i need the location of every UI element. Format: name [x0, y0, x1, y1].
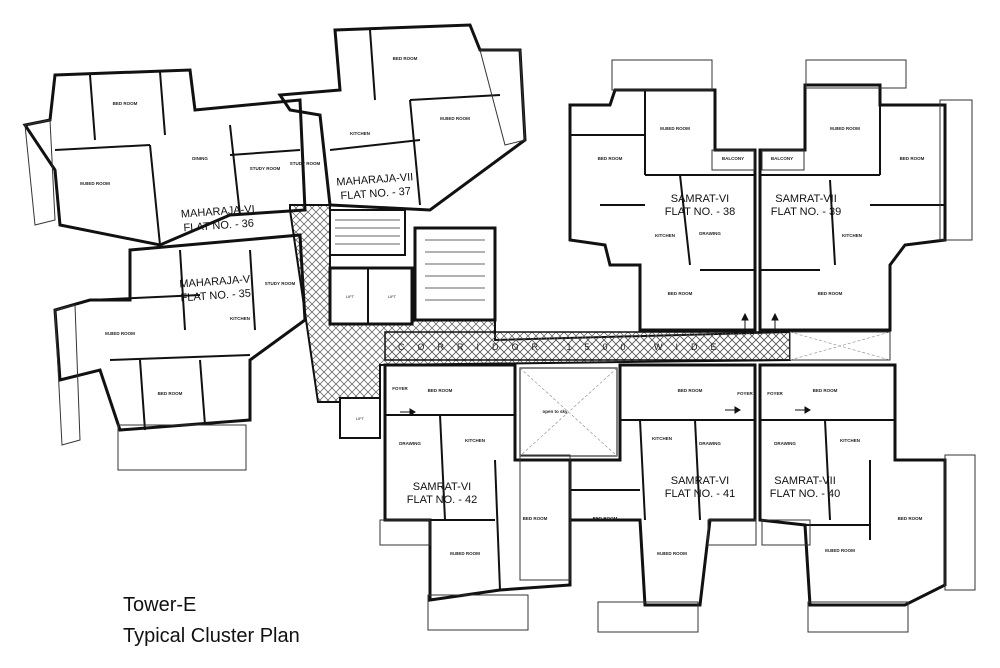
- room-36-bed: BED ROOM: [113, 101, 138, 106]
- room-36-study: STUDY ROOM: [250, 166, 281, 171]
- room-35-mbed: M.BED ROOM: [105, 331, 135, 336]
- room-41-mbed: M.BED ROOM: [657, 551, 687, 556]
- room-37-study: STUDY ROOM: [290, 161, 321, 166]
- entry-arrows: [400, 312, 811, 416]
- room-40-bed: BED ROOM: [813, 388, 838, 393]
- caption-plan-title: Typical Cluster Plan: [123, 625, 300, 647]
- flat-41-number: FLAT NO. - 41: [665, 488, 736, 500]
- room-37-bed: BED ROOM: [393, 56, 418, 61]
- room-41-bed2: BED ROOM: [593, 516, 618, 521]
- room-37-kitchen: KITCHEN: [350, 131, 370, 136]
- flat-35-name: MAHARAJA-V: [179, 274, 251, 291]
- maharaja-room-labels: BED ROOM M.BED ROOM DINING STUDY ROOM BE…: [80, 56, 470, 396]
- room-35-study: STUDY ROOM: [265, 281, 296, 286]
- room-38-drawing: DRAWING: [699, 231, 721, 236]
- room-35-kitchen: KITCHEN: [230, 316, 250, 321]
- samrat-upper-room-labels: M.BED ROOM BED ROOM KITCHEN DRAWING BED …: [598, 126, 925, 296]
- room-42-drawing: DRAWING: [399, 441, 421, 446]
- room-41-foyer: FOYER: [737, 391, 753, 396]
- room-39-bed2: BED ROOM: [818, 291, 843, 296]
- flat-35-number: FLAT NO. - 35: [180, 288, 251, 305]
- balcony-39: BALCONY: [771, 156, 793, 161]
- flat-39-name: SAMRAT-VII: [775, 193, 837, 205]
- balcony-38: BALCONY: [722, 156, 744, 161]
- room-40-foyer: FOYER: [767, 391, 783, 396]
- room-42-kitchen: KITCHEN: [465, 438, 485, 443]
- room-39-bed: BED ROOM: [900, 156, 925, 161]
- flat-39-number: FLAT NO. - 39: [771, 206, 842, 218]
- flat-38-name: SAMRAT-VI: [671, 193, 729, 205]
- open-to-sky: open to sky: [542, 409, 568, 414]
- room-42-mbed: M.BED ROOM: [450, 551, 480, 556]
- room-35-bed: BED ROOM: [158, 391, 183, 396]
- flat-40-number: FLAT NO. - 40: [770, 488, 841, 500]
- room-39-mbed: M.BED ROOM: [830, 126, 860, 131]
- flat-42-name: SAMRAT-VI: [413, 481, 471, 493]
- corridor-label: CORRIDOR 1500 WIDE: [398, 342, 730, 352]
- room-40-drawing: DRAWING: [774, 441, 796, 446]
- flat-36-name: MAHARAJA-VI: [180, 203, 255, 220]
- samrat-lower-room-labels: BED ROOM FOYER DRAWING KITCHEN BED ROOM …: [392, 386, 922, 556]
- lift-stair-core: LIFT LIFT LIFT: [328, 209, 497, 439]
- room-38-kitchen: KITCHEN: [655, 233, 675, 238]
- flat-36-number: FLAT NO. - 36: [183, 218, 254, 235]
- room-42-bed: BED ROOM: [428, 388, 453, 393]
- room-37-mbed: M.BED ROOM: [440, 116, 470, 121]
- flat-labels: MAHARAJA-VI FLAT NO. - 36 MAHARAJA-VII F…: [179, 171, 841, 506]
- flat-40-name: SAMRAT-VII: [774, 475, 836, 487]
- room-39-kitchen: KITCHEN: [842, 233, 862, 238]
- room-38-mbed: M.BED ROOM: [660, 126, 690, 131]
- room-41-drawing: DRAWING: [699, 441, 721, 446]
- caption-tower: Tower-E: [123, 594, 197, 616]
- lift-label-2: LIFT: [388, 294, 397, 299]
- flat-41-name: SAMRAT-VI: [671, 475, 729, 487]
- room-38-bed: BED ROOM: [598, 156, 623, 161]
- wing-samrat-lower: [379, 363, 976, 633]
- flat-38-number: FLAT NO. - 38: [665, 206, 736, 218]
- room-36-mbed: M.BED ROOM: [80, 181, 110, 186]
- room-40-mbed: M.BED ROOM: [825, 548, 855, 553]
- room-42-bed2: BED ROOM: [523, 516, 548, 521]
- room-38-bed2: BED ROOM: [668, 291, 693, 296]
- room-41-bed: BED ROOM: [678, 388, 703, 393]
- room-36-dining: DINING: [192, 156, 208, 161]
- wing-samrat-upper: [568, 59, 973, 332]
- flat-42-number: FLAT NO. - 42: [407, 494, 478, 506]
- room-41-kitchen: KITCHEN: [652, 436, 672, 441]
- flat-37-number: FLAT NO. - 37: [340, 186, 411, 203]
- lift-label: LIFT: [346, 294, 355, 299]
- service-lift-label: LIFT: [356, 416, 365, 421]
- room-40-bed2: BED ROOM: [898, 516, 923, 521]
- wing-maharaja: [22, 23, 527, 471]
- room-42-foyer: FOYER: [392, 386, 408, 391]
- flat-37-name: MAHARAJA-VII: [336, 171, 414, 188]
- room-40-kitchen: KITCHEN: [840, 438, 860, 443]
